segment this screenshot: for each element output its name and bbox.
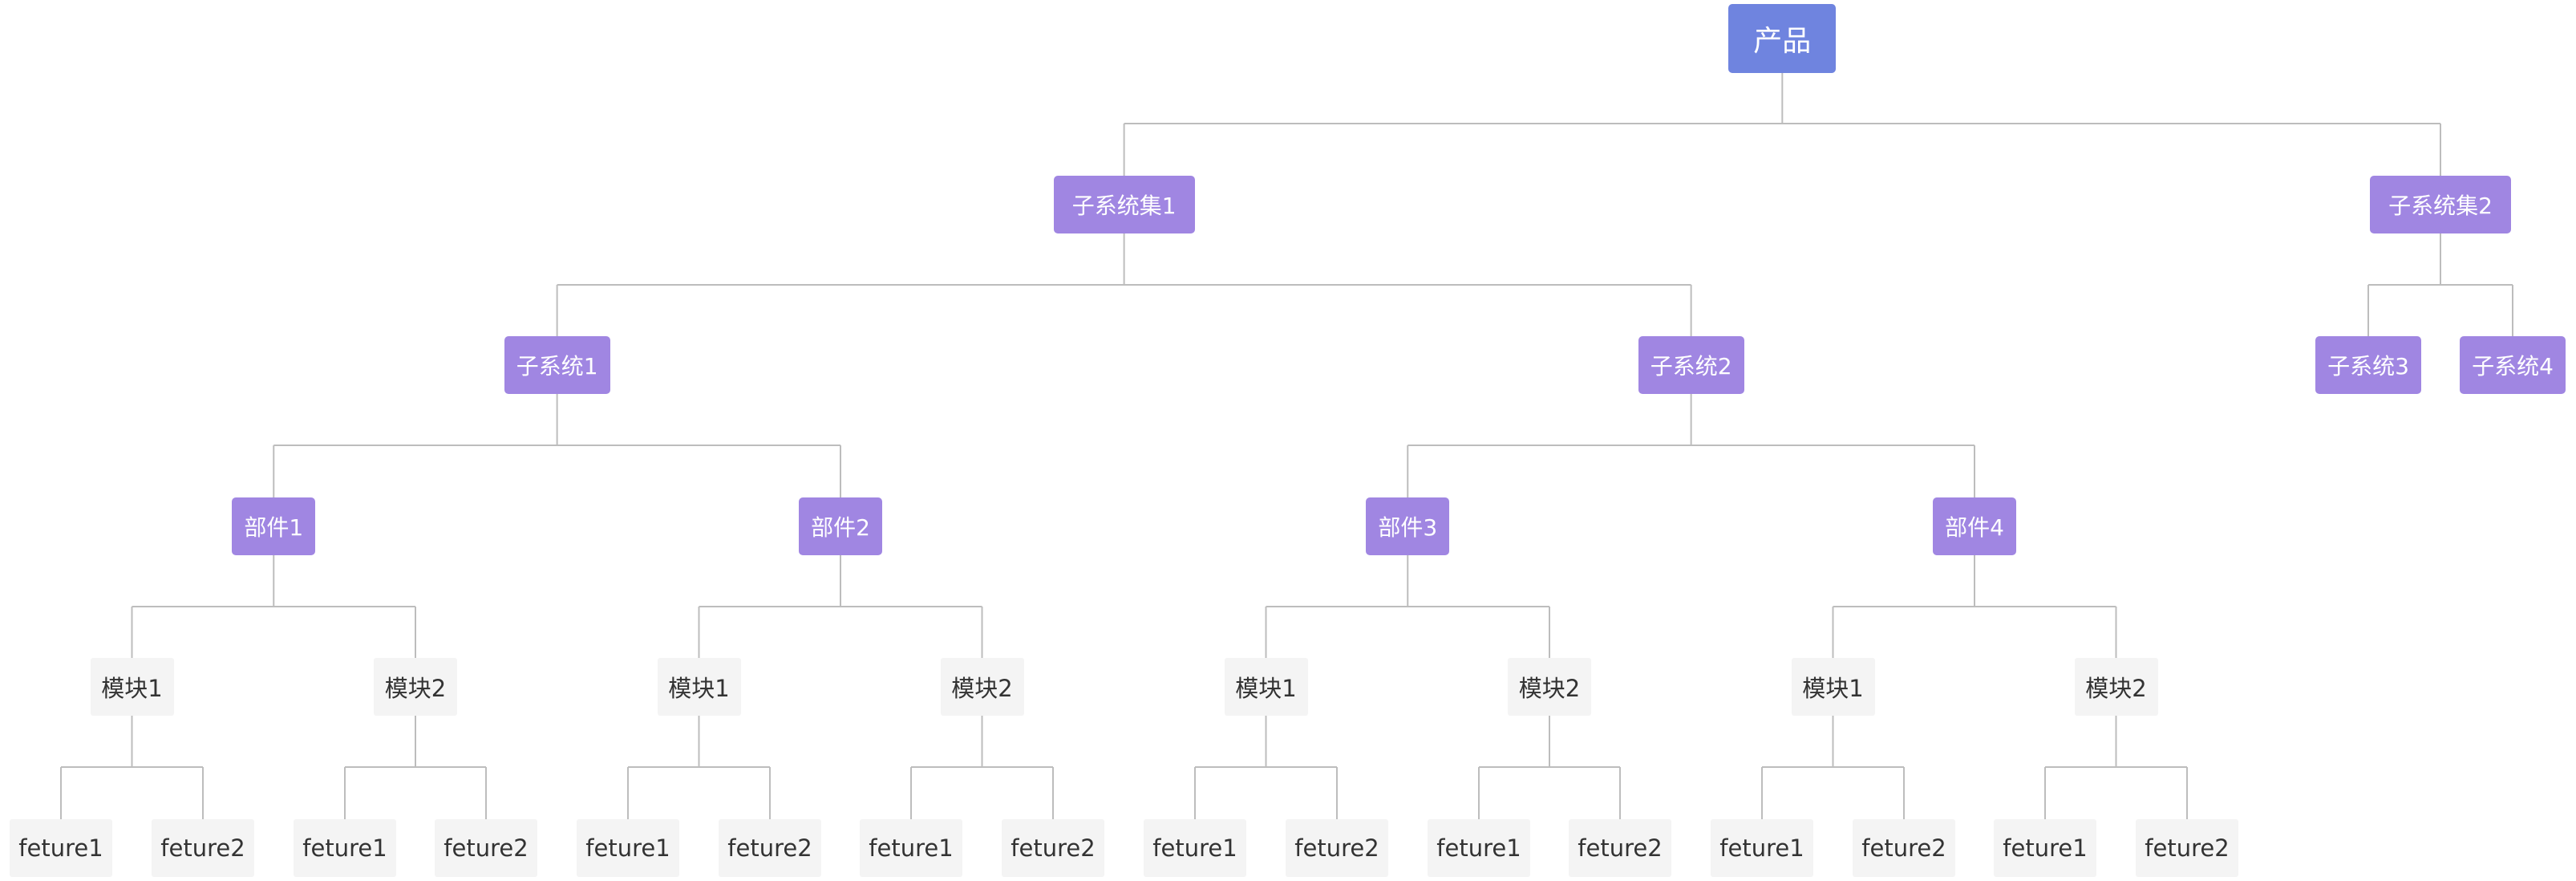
feature-node: feture1 (860, 819, 962, 877)
part-node: 部件4 (1933, 497, 2016, 555)
feature-node: feture2 (1853, 819, 1955, 877)
module-node: 模块2 (2074, 658, 2158, 716)
feature-node: feture1 (1144, 819, 1246, 877)
feature-node: feture1 (577, 819, 679, 877)
subsystem-set-node: 子系统集2 (2370, 176, 2511, 233)
subsystem-set-node: 子系统集1 (1053, 176, 1195, 233)
feature-node: feture1 (1711, 819, 1813, 877)
part-node: 部件1 (232, 497, 316, 555)
part-node: 部件2 (799, 497, 882, 555)
feature-node: feture2 (152, 819, 254, 877)
module-node: 模块2 (1508, 658, 1591, 716)
feature-node: feture2 (1569, 819, 1671, 877)
part-node: 部件3 (1366, 497, 1450, 555)
module-node: 模块2 (374, 658, 457, 716)
module-node: 模块1 (90, 658, 174, 716)
feature-node: feture1 (294, 819, 396, 877)
subsystem-node: 子系统1 (504, 336, 610, 394)
module-node: 模块2 (940, 658, 1024, 716)
feature-node: feture2 (719, 819, 821, 877)
feature-node: feture2 (435, 819, 537, 877)
feature-node: feture2 (2136, 819, 2238, 877)
module-node: 模块1 (1224, 658, 1308, 716)
root-node: 产品 (1728, 4, 1837, 73)
feature-node: feture1 (1428, 819, 1530, 877)
feature-node: feture2 (1286, 819, 1388, 877)
feature-node: feture1 (1994, 819, 2096, 877)
feature-node: feture2 (1002, 819, 1104, 877)
module-node: 模块1 (657, 658, 741, 716)
feature-node: feture1 (10, 819, 112, 877)
module-node: 模块1 (1791, 658, 1875, 716)
subsystem-node: 子系统4 (2460, 336, 2566, 394)
subsystem-node: 子系统2 (1638, 336, 1744, 394)
subsystem-node: 子系统3 (2315, 336, 2421, 394)
